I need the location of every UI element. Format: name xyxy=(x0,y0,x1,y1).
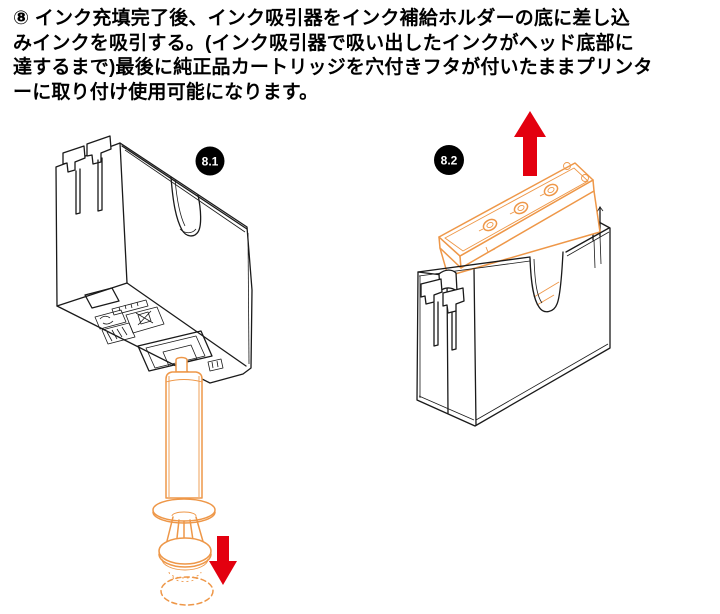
ink-cartridge xyxy=(438,162,601,277)
bottom-label-hatch xyxy=(101,322,136,345)
figure-badge-8-2-label: 8.2 xyxy=(441,154,458,168)
pull-up-arrow-icon xyxy=(514,111,546,176)
bottom-label-text-strip xyxy=(111,299,149,316)
cap-fill-holes xyxy=(478,183,559,232)
syringe-flange xyxy=(152,498,216,524)
holder-rim xyxy=(417,227,610,351)
figure-badge-8-2: 8.2 xyxy=(434,145,464,175)
ink-syringe xyxy=(152,356,216,606)
bottom-syringe-port xyxy=(137,330,224,372)
instruction-line-2: みインクを吸引する。(インク吸引器で吸い出したインクがヘッド底部に xyxy=(13,32,634,54)
holder-clips xyxy=(62,135,112,215)
figure-badge-8-1: 8.1 xyxy=(195,146,225,176)
pull-down-arrow-icon xyxy=(209,536,237,585)
syringe-plunger xyxy=(158,511,212,571)
holder-bottom-vent xyxy=(84,287,120,309)
instruction-text: ⑧ インク充填完了後、インク吸引器をインク補給ホルダーの底に差し込 みインクを吸… xyxy=(13,7,713,105)
instruction-line-3: 達するまで)最後に純正品カートリッジを穴付きフタが付いたままプリンタ xyxy=(13,57,653,79)
holder-left-clips xyxy=(420,269,465,351)
syringe-barrel xyxy=(165,371,203,499)
figure-8-1: 8.1 xyxy=(55,135,253,606)
holder-front-notch xyxy=(170,176,202,237)
syringe-nozzle xyxy=(175,356,188,373)
ink-holder-bottom-view xyxy=(55,135,253,384)
instruction-line-4: ーに取り付け使用可能になります。 xyxy=(13,81,319,103)
bottom-label-recycle xyxy=(94,309,127,330)
instruction-line-1: ⑧ インク充填完了後、インク吸引器をインク補給ホルダーの底に差し込 xyxy=(13,8,630,29)
cap-top-face xyxy=(438,162,594,257)
cap-screw-marks xyxy=(563,162,589,182)
plunger-pull-ghost xyxy=(160,571,214,606)
figure-badge-8-1-label: 8.1 xyxy=(202,155,219,169)
figure-8-2: 8.2 xyxy=(416,111,611,427)
holder-front-notch xyxy=(529,251,564,313)
plunger-thumb-pad xyxy=(158,537,212,565)
